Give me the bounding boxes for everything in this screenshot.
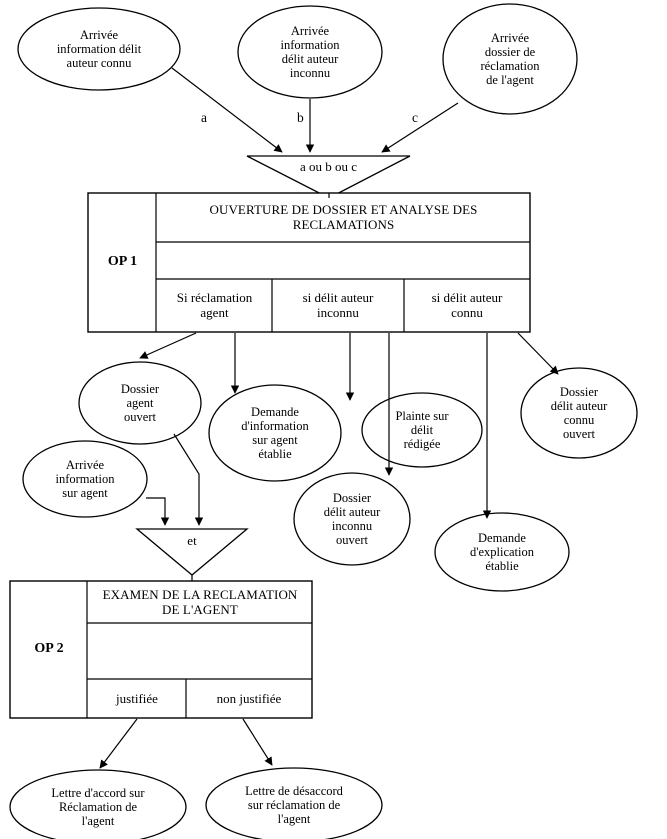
triangle-junction-a-ou-b-ou-c bbox=[246, 155, 411, 199]
edge-op1-connu-to-dossier-connu bbox=[517, 332, 559, 375]
op2-code-label: OP 2 bbox=[34, 641, 64, 657]
edge-op2-justifiee-to-lettre-accord bbox=[99, 718, 138, 769]
ellipse-demande-information-sur-agent-etablie bbox=[208, 384, 342, 482]
op1-code-label: OP 1 bbox=[107, 254, 138, 270]
ellipse-lettre-accord-sur-reclamation-agent bbox=[9, 769, 187, 839]
triangle-junction-et bbox=[135, 528, 249, 576]
edge-op1-reclamation-to-dossier-agent bbox=[139, 332, 197, 359]
junction-label-et: et bbox=[187, 533, 197, 548]
edge-label-c: c bbox=[412, 110, 418, 125]
edge-op2-non-justifiee-to-lettre-desaccord bbox=[242, 718, 273, 766]
op2-condition-2: non justifiée bbox=[216, 690, 282, 706]
ellipse-dossier-agent-ouvert bbox=[78, 361, 202, 445]
op2-condition-1: justifiée bbox=[116, 690, 158, 706]
edge-label-b: b bbox=[297, 110, 304, 125]
ellipse-dossier-delit-auteur-connu-ouvert bbox=[520, 367, 638, 459]
op1-condition-1: Si réclamation agent bbox=[176, 289, 253, 320]
ellipse-arrivee-information-delit-auteur-connu bbox=[17, 7, 181, 91]
edge-dossier-agent-to-et bbox=[173, 433, 204, 526]
op2-outer-box bbox=[9, 580, 313, 719]
ellipse-arrivee-information-delit-auteur-inconnu bbox=[237, 5, 383, 99]
ellipse-plainte-sur-delit-redigee bbox=[361, 392, 483, 468]
ellipse-arrivee-information-sur-agent bbox=[22, 440, 148, 518]
op2-title: EXAMEN DE LA RECLAMATION DE L'AGENT bbox=[102, 586, 298, 617]
op1-outer-box bbox=[87, 192, 531, 333]
ellipse-lettre-desaccord-sur-reclamation-agent bbox=[205, 767, 383, 839]
edge-c-to-junction bbox=[381, 102, 459, 153]
junction-label-ou: a ou b ou c bbox=[299, 159, 358, 174]
op1-condition-2: si délit auteur inconnu bbox=[302, 289, 374, 320]
op1-condition-3: si délit auteur connu bbox=[431, 289, 503, 320]
ellipse-arrivee-dossier-reclamation-agent bbox=[442, 3, 578, 115]
edge-a-to-junction bbox=[171, 67, 283, 153]
ellipse-demande-explication-etablie bbox=[434, 512, 570, 592]
ellipse-dossier-delit-auteur-inconnu-ouvert bbox=[293, 472, 411, 566]
edge-label-a: a bbox=[201, 110, 207, 125]
edge-arrivee-info-agent-to-et bbox=[146, 497, 170, 526]
op1-title: OUVERTURE DE DOSSIER ET ANALYSE DES RECL… bbox=[209, 202, 478, 232]
